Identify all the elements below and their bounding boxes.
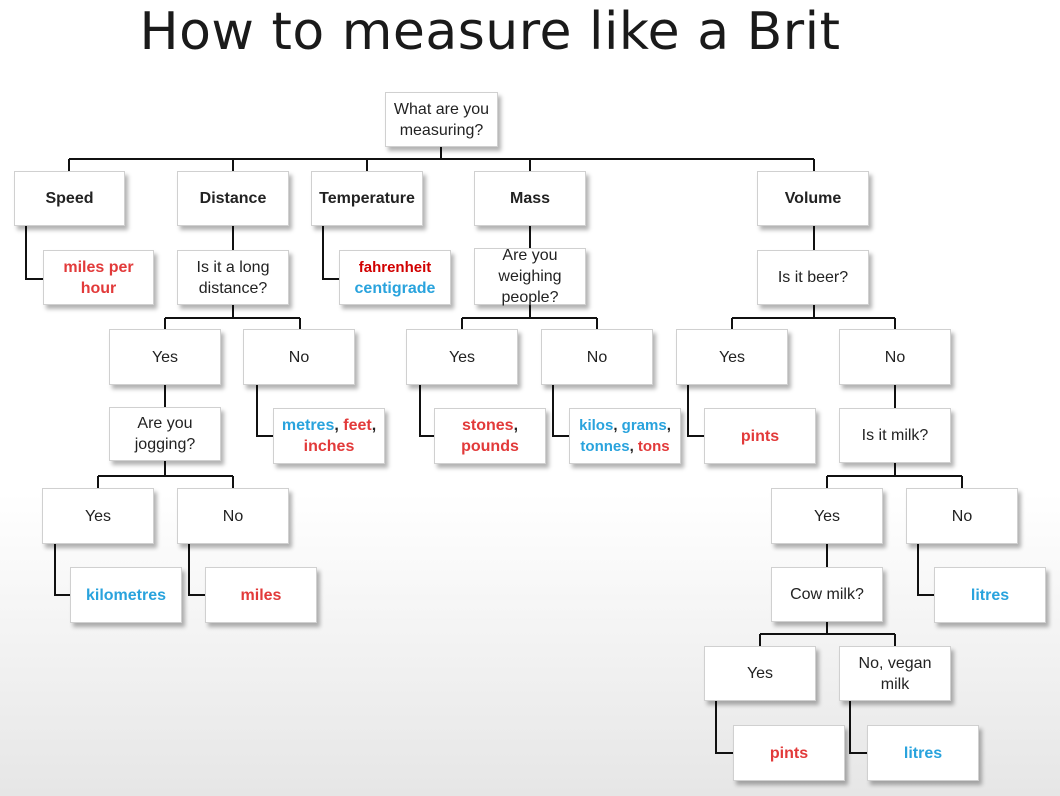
jogging-no-label: No	[222, 507, 244, 525]
category-mass-node: Mass	[474, 171, 586, 226]
temperature-unit-centigrade: centigrade	[354, 279, 436, 297]
unit-kilos: kilos	[579, 417, 614, 434]
distance-no-label: No	[288, 348, 310, 366]
jogging-question-text: Are you jogging?	[134, 415, 196, 453]
unit-grams: grams	[621, 417, 667, 434]
beer-question-node: Is it beer?	[757, 250, 869, 305]
category-volume-label: Volume	[784, 190, 842, 207]
milk-question-text: Is it milk?	[861, 427, 929, 444]
cow-yes-label: Yes	[746, 665, 774, 682]
unit-inches: inches	[303, 438, 355, 455]
milk-no-node: No	[906, 488, 1018, 544]
category-distance-label: Distance	[199, 190, 267, 207]
category-temperature-label: Temperature	[319, 190, 415, 207]
jogging-question-node: Are you jogging?	[109, 407, 221, 461]
jogging-yes-label: Yes	[84, 507, 112, 525]
weighing-people-question-node: Are you weighing people?	[474, 247, 586, 306]
unit-litres-vegan: litres	[903, 744, 943, 762]
category-speed-node: Speed	[14, 171, 125, 226]
root-question-node: What are you measuring?	[385, 92, 498, 147]
beer-question-text: Is it beer?	[777, 269, 849, 286]
mass-yes-units-node: stones, pounds	[434, 408, 546, 464]
unit-pounds: pounds	[461, 438, 519, 455]
unit-tons: tons	[637, 438, 670, 455]
mass-no-units-node: kilos, grams, tonnes, tons	[569, 408, 681, 464]
milk-question-node: Is it milk?	[839, 408, 951, 463]
cow-no-unit-node: litres	[867, 725, 979, 781]
unit-tonnes: tonnes	[580, 438, 630, 455]
unit-pints-cow: pints	[769, 744, 809, 762]
category-volume-node: Volume	[757, 171, 869, 226]
long-distance-question-text: Is it a long distance?	[196, 258, 270, 297]
cow-milk-question-node: Cow milk?	[771, 567, 883, 622]
mass-no-units-text: kilos, grams, tonnes, tons	[579, 417, 671, 455]
unit-pints-beer: pints	[740, 427, 780, 445]
category-distance-node: Distance	[177, 171, 289, 226]
category-mass-label: Mass	[509, 190, 551, 207]
unit-stones: stones	[461, 417, 514, 434]
beer-yes-node: Yes	[676, 329, 788, 385]
beer-yes-label: Yes	[718, 348, 746, 366]
mass-no-node: No	[541, 329, 653, 385]
cow-yes-unit-node: pints	[733, 725, 845, 781]
unit-feet: feet	[343, 417, 372, 434]
cow-milk-question-text: Cow milk?	[790, 586, 864, 603]
distance-yes-label: Yes	[151, 348, 179, 366]
weighing-people-question-text: Are you weighing people?	[498, 247, 562, 306]
unit-litres-milk-no: litres	[970, 586, 1010, 604]
milk-yes-label: Yes	[813, 507, 841, 525]
speed-unit-node: miles per hour	[43, 250, 154, 305]
cow-no-label: No, vegan milk	[858, 654, 932, 693]
distance-no-node: No	[243, 329, 355, 385]
beer-no-node: No	[839, 329, 951, 385]
unit-metres: metres	[281, 417, 335, 434]
cow-yes-node: Yes	[704, 646, 816, 701]
mass-no-label: No	[586, 348, 608, 366]
category-temperature-node: Temperature	[311, 171, 423, 226]
beer-no-label: No	[884, 348, 906, 366]
temperature-unit-node: fahrenheit centigrade	[339, 250, 451, 305]
jogging-no-unit-node: miles	[205, 567, 317, 623]
distance-yes-node: Yes	[109, 329, 221, 385]
milk-yes-node: Yes	[771, 488, 883, 544]
mass-yes-units-text: stones, pounds	[461, 417, 519, 455]
page-title: How to measure like a Brit	[139, 2, 841, 62]
root-question-text: What are you measuring?	[393, 100, 490, 139]
unit-miles: miles	[240, 586, 282, 604]
long-distance-question-node: Is it a long distance?	[177, 250, 289, 305]
distance-no-units-text: metres, feet, inches	[281, 417, 377, 455]
cow-no-node: No, vegan milk	[839, 646, 951, 701]
mass-yes-label: Yes	[448, 348, 476, 366]
milk-no-unit-node: litres	[934, 567, 1046, 623]
jogging-no-node: No	[177, 488, 289, 544]
temperature-unit-fahrenheit: fahrenheit	[358, 258, 432, 276]
category-speed-label: Speed	[45, 190, 94, 207]
mass-yes-node: Yes	[406, 329, 518, 385]
unit-kilometres: kilometres	[85, 586, 167, 604]
milk-no-label: No	[951, 507, 973, 525]
jogging-yes-unit-node: kilometres	[70, 567, 182, 623]
speed-unit-text: miles per hour	[63, 258, 134, 297]
beer-yes-unit-node: pints	[704, 408, 816, 464]
distance-no-units-node: metres, feet, inches	[273, 408, 385, 464]
jogging-yes-node: Yes	[42, 488, 154, 544]
